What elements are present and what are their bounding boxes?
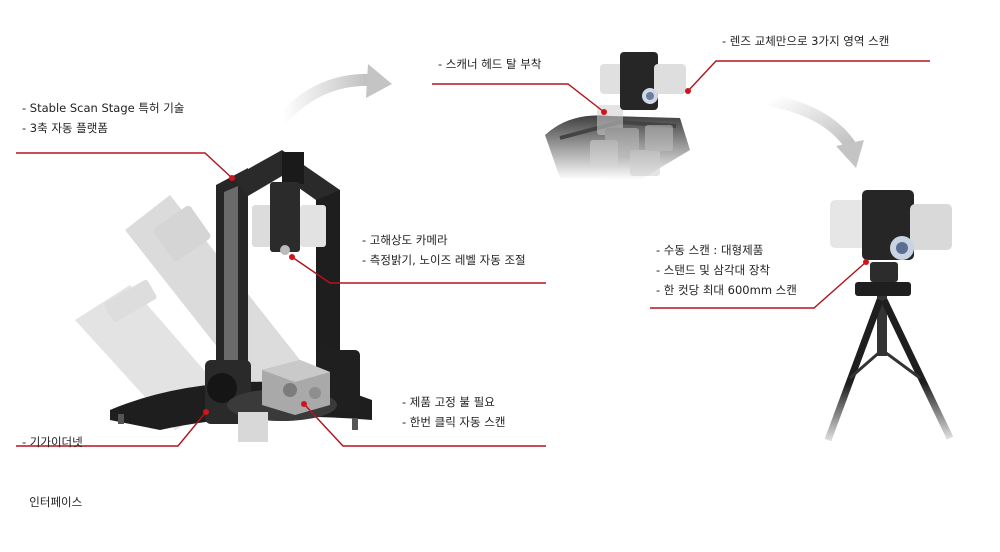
leader-camera (291, 256, 546, 284)
callout-fixture-line-2: - 한번 클릭 자동 스캔 (402, 415, 506, 429)
callout-lens-line-1: - 렌즈 교체만으로 3가지 영역 스캔 (722, 34, 890, 48)
callout-gigabit-line-1: - 기가이더넷 (22, 435, 83, 449)
pointer-dot-manual (863, 259, 869, 265)
leader-fixture (303, 403, 546, 447)
product-feature-illustration: - Stable Scan Stage 특허 기술 - 3축 자동 플랫폼 - … (16, 31, 954, 509)
pointer-dot-gigabit (203, 409, 209, 415)
callout-gigabit: - 기가이더넷 인터페이스 (22, 392, 83, 552)
callout-manual: - 수동 스캔 : 대형제품 - 스탠드 및 삼각대 장착 - 한 컷당 최대 … (656, 240, 797, 300)
leader-head (432, 83, 605, 113)
callout-manual-line-2: - 스탠드 및 삼각대 장착 (656, 263, 770, 277)
curved-arrow-icon (277, 64, 392, 124)
pointer-dot-fixture (301, 401, 307, 407)
pointer-dot-head (601, 109, 607, 115)
leader-gigabit (16, 411, 207, 447)
leader-stage (16, 152, 233, 179)
pointer-dot-stage (229, 175, 235, 181)
callout-camera-line-2: - 측정밝기, 노이즈 레벨 자동 조절 (362, 253, 526, 267)
callout-fixture: - 제품 고정 불 필요 - 한번 클릭 자동 스캔 (402, 392, 505, 432)
curved-arrow-icon (764, 94, 864, 168)
scanner-stage-machine-icon (75, 150, 372, 442)
callout-stage: - Stable Scan Stage 특허 기술 - 3축 자동 플랫폼 (22, 98, 184, 138)
callout-lens: - 렌즈 교체만으로 3가지 영역 스캔 (722, 31, 889, 51)
callout-head: - 스캐너 헤드 탈 부착 (438, 54, 541, 74)
callout-head-line-1: - 스캐너 헤드 탈 부착 (438, 57, 542, 71)
callout-gigabit-line-2: 인터페이스 (22, 495, 83, 509)
callout-camera: - 고해상도 카메라 - 측정밝기, 노이즈 레벨 자동 조절 (362, 230, 526, 270)
callout-fixture-line-1: - 제품 고정 불 필요 (402, 395, 495, 409)
leader-lens (687, 60, 930, 92)
callout-camera-line-1: - 고해상도 카메라 (362, 233, 448, 247)
detachable-scanner-head-icon (545, 52, 690, 180)
callout-manual-line-1: - 수동 스캔 : 대형제품 (656, 243, 764, 257)
callout-stage-line-1: - Stable Scan Stage 특허 기술 (22, 101, 185, 115)
callout-manual-line-3: - 한 컷당 최대 600mm 스캔 (656, 283, 797, 297)
illustration-canvas (16, 52, 954, 447)
callout-lines (16, 60, 930, 447)
leader-manual (650, 261, 867, 309)
pointer-dot-camera (289, 254, 295, 260)
callout-stage-line-2: - 3축 자동 플랫폼 (22, 121, 108, 135)
pointer-dot-lens (685, 88, 691, 94)
scanner-on-tripod-icon (824, 190, 954, 442)
